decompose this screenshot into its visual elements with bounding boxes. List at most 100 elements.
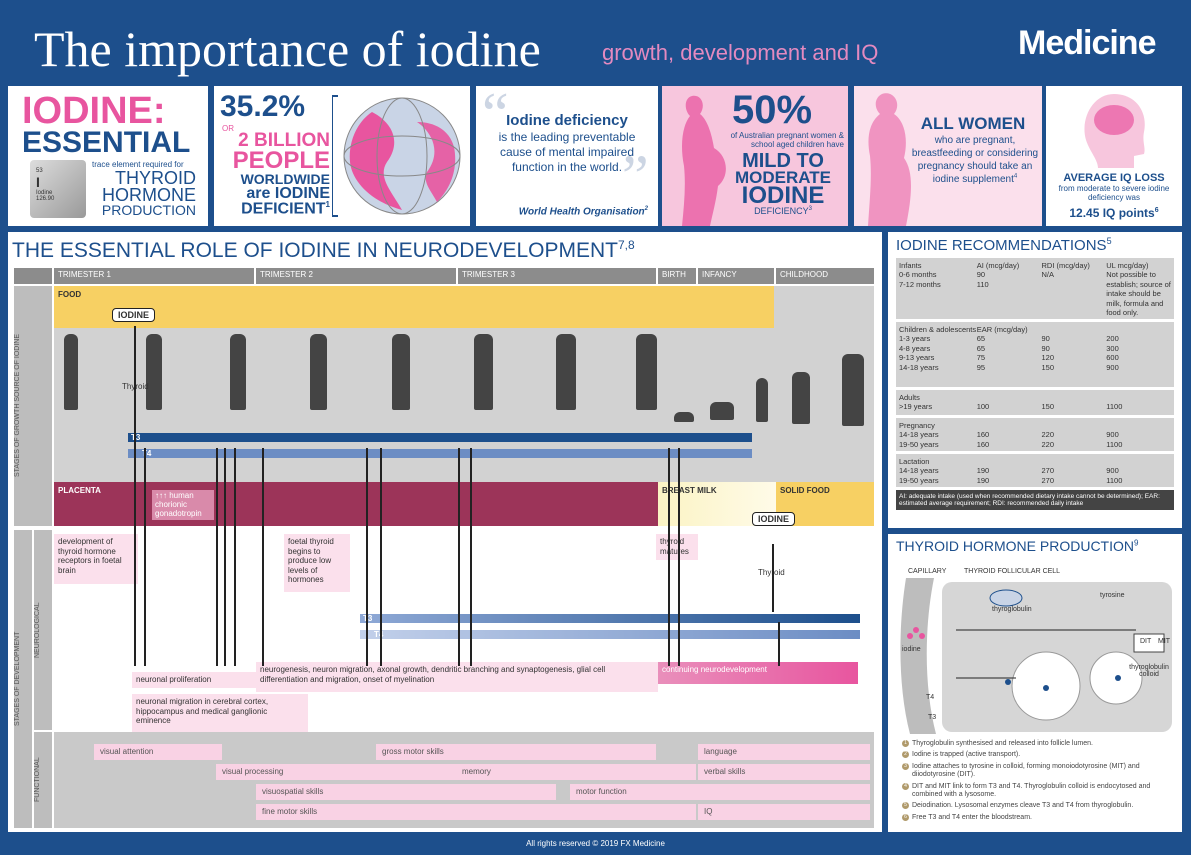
- neurogenesis-box: neurogenesis, neuron migration, axonal g…: [256, 662, 658, 692]
- cube-name: Iodine: [36, 190, 53, 196]
- func-verbal-skills: verbal skills: [698, 764, 870, 780]
- arrow-line: [668, 448, 670, 666]
- hcg-label: ↑↑↑ human chorionic gonadotropin: [152, 490, 214, 521]
- essential-heading: ESSENTIAL: [22, 126, 191, 159]
- hormone-word: HORMONE: [102, 185, 196, 206]
- step-number: 1: [902, 740, 909, 747]
- thyroid-production-section: THYROID HORMONE PRODUCTION9 CAPILLARY TH…: [888, 534, 1182, 832]
- table-cell: Infants 0-6 months 7-12 months: [899, 261, 941, 289]
- stage-childhood: CHILDHOOD: [776, 268, 874, 284]
- pregnancy-figure-icon: [474, 334, 493, 410]
- step-number: 4: [902, 782, 909, 790]
- toddler-figure-icon: [756, 378, 768, 422]
- pregnancy-figure-icon: [310, 334, 327, 410]
- step-text: Deiodination. Lysosomal enzymes cleave T…: [912, 802, 1134, 810]
- arrow-line: [380, 448, 382, 666]
- stage-trimester-2: TRIMESTER 2: [256, 268, 456, 284]
- iodine-heading: IODINE:: [22, 90, 166, 132]
- iq-points: 12.45 IQ points: [1069, 206, 1155, 220]
- side-label-growth: STAGES OF GROWTH SOURCE OF IODINE: [14, 286, 52, 526]
- child-figure-icon: [792, 372, 810, 424]
- deficiency-word: DEFICIENCY: [754, 205, 809, 216]
- table-cell: AI (mcg/day) 90 110: [976, 261, 1020, 289]
- logo: Medicine: [1018, 24, 1156, 63]
- pregnant-desc: of Australian pregnant women & school ag…: [730, 131, 844, 149]
- are-iodine: are IODINE: [246, 185, 330, 203]
- step-text: Iodine is trapped (active transport).: [912, 751, 1021, 759]
- table-cell: EAR (mcg/day) 65 65 75 95: [976, 325, 1028, 372]
- thyroid-word: THYROID: [115, 168, 196, 188]
- pregnant-percent: 50%: [732, 88, 813, 132]
- deficient-word: DEFICIENT: [241, 200, 326, 218]
- pregnancy-figure-icon: [146, 334, 162, 410]
- iq-desc: from moderate to severe iodine deficienc…: [1058, 184, 1170, 202]
- step-text: Free T3 and T4 enter the bloodstream.: [912, 813, 1032, 821]
- iodine-element-cube: 53 I Iodine 126.90: [30, 160, 86, 218]
- thy-title: THYROID HORMONE PRODUCTION: [896, 538, 1134, 554]
- t3-bar-maternal: T3: [128, 433, 752, 442]
- table-cell: 160 160: [976, 430, 990, 449]
- crawling-baby-icon: [710, 402, 734, 420]
- proliferation-box: neuronal proliferation: [132, 672, 256, 688]
- iodine-diagram-label: iodine: [902, 646, 921, 653]
- head-brain-icon: [1084, 94, 1145, 168]
- dit-label: DIT: [1140, 638, 1152, 645]
- side-label-functional: FUNCTIONAL: [34, 732, 52, 828]
- panel-who-quote: “ ” Iodine deficiency is the leading pre…: [476, 86, 658, 226]
- open-quote-icon: “: [482, 86, 509, 147]
- pregnant-ref: 3: [808, 205, 812, 212]
- two-billion: 2 BILLION: [238, 130, 330, 151]
- thy-ref: 9: [1134, 538, 1139, 548]
- essential-desc: trace element required for: [92, 160, 184, 169]
- thyroglobulin-label: thyroglobulin: [992, 606, 1032, 613]
- table-cell: 190 190: [976, 466, 990, 485]
- migration-box: neuronal migration in cerebral cortex, h…: [132, 694, 308, 732]
- food-band: FOOD: [54, 286, 774, 328]
- neuro-title: THE ESSENTIAL ROLE OF IODINE IN NEURODEV…: [12, 239, 618, 262]
- receptors-box: development of thyroid hormone receptors…: [54, 534, 138, 584]
- child-figure-icon: [842, 354, 864, 426]
- func-fine-motor-skills: fine motor skills: [256, 804, 696, 820]
- logo-text: Medicine: [1018, 24, 1156, 62]
- people: PEOPLE: [232, 147, 330, 175]
- table-cell: 1100: [1106, 402, 1123, 412]
- recs-title: IODINE RECOMMENDATIONS: [896, 237, 1107, 254]
- follicular-cell-label: THYROID FOLLICULAR CELL: [964, 568, 1061, 575]
- t3-bar-foetal: T3: [360, 614, 860, 623]
- panel-pregnant-deficiency: 50% of Australian pregnant women & schoo…: [662, 86, 848, 226]
- pregnancy-figure-icon: [64, 334, 78, 410]
- t3-diagram-label: T3: [928, 714, 937, 721]
- baby-figure-icon: [674, 412, 694, 422]
- cube-symbol: I: [36, 174, 40, 190]
- func-motor-function: motor function: [570, 784, 870, 800]
- foetal-thyroid-box: foetal thyroid begins to produce low lev…: [284, 534, 350, 592]
- continuing-box: continuing neurodevelopment: [658, 662, 858, 684]
- table-cell: 900 1100: [1106, 430, 1123, 449]
- table-cell: Pregnancy 14-18 years 19-50 years: [899, 421, 939, 449]
- iodine-word: IODINE: [741, 182, 825, 210]
- who-headline: Iodine deficiency: [506, 112, 628, 129]
- women-ref: 4: [1013, 173, 1018, 180]
- table-cell: 220 220: [1041, 430, 1054, 449]
- t4-bar-foetal: T4: [360, 630, 860, 639]
- table-cell: Children & adolescents 1-3 years 4-8 yea…: [899, 325, 977, 372]
- all-women-body: who are pregnant, breastfeeding or consi…: [911, 135, 1039, 185]
- deficient-percent: 35.2%: [220, 90, 306, 123]
- arrow-line: [224, 448, 226, 666]
- step-number: 3: [902, 762, 909, 770]
- table-cell: RDI (mcg/day) N/A: [1041, 261, 1090, 280]
- step-number: 5: [902, 802, 909, 810]
- or-label: OR: [222, 124, 234, 133]
- globe-icon: [332, 95, 461, 217]
- arrow-line: [262, 448, 264, 666]
- mild-to: MILD TO: [742, 150, 824, 172]
- worldwide: WORLDWIDE: [240, 170, 330, 187]
- recs-ref: 5: [1106, 236, 1112, 246]
- arrow-line: [366, 448, 368, 666]
- table-row: Pregnancy 14-18 years 19-50 years 160 16…: [896, 418, 1174, 454]
